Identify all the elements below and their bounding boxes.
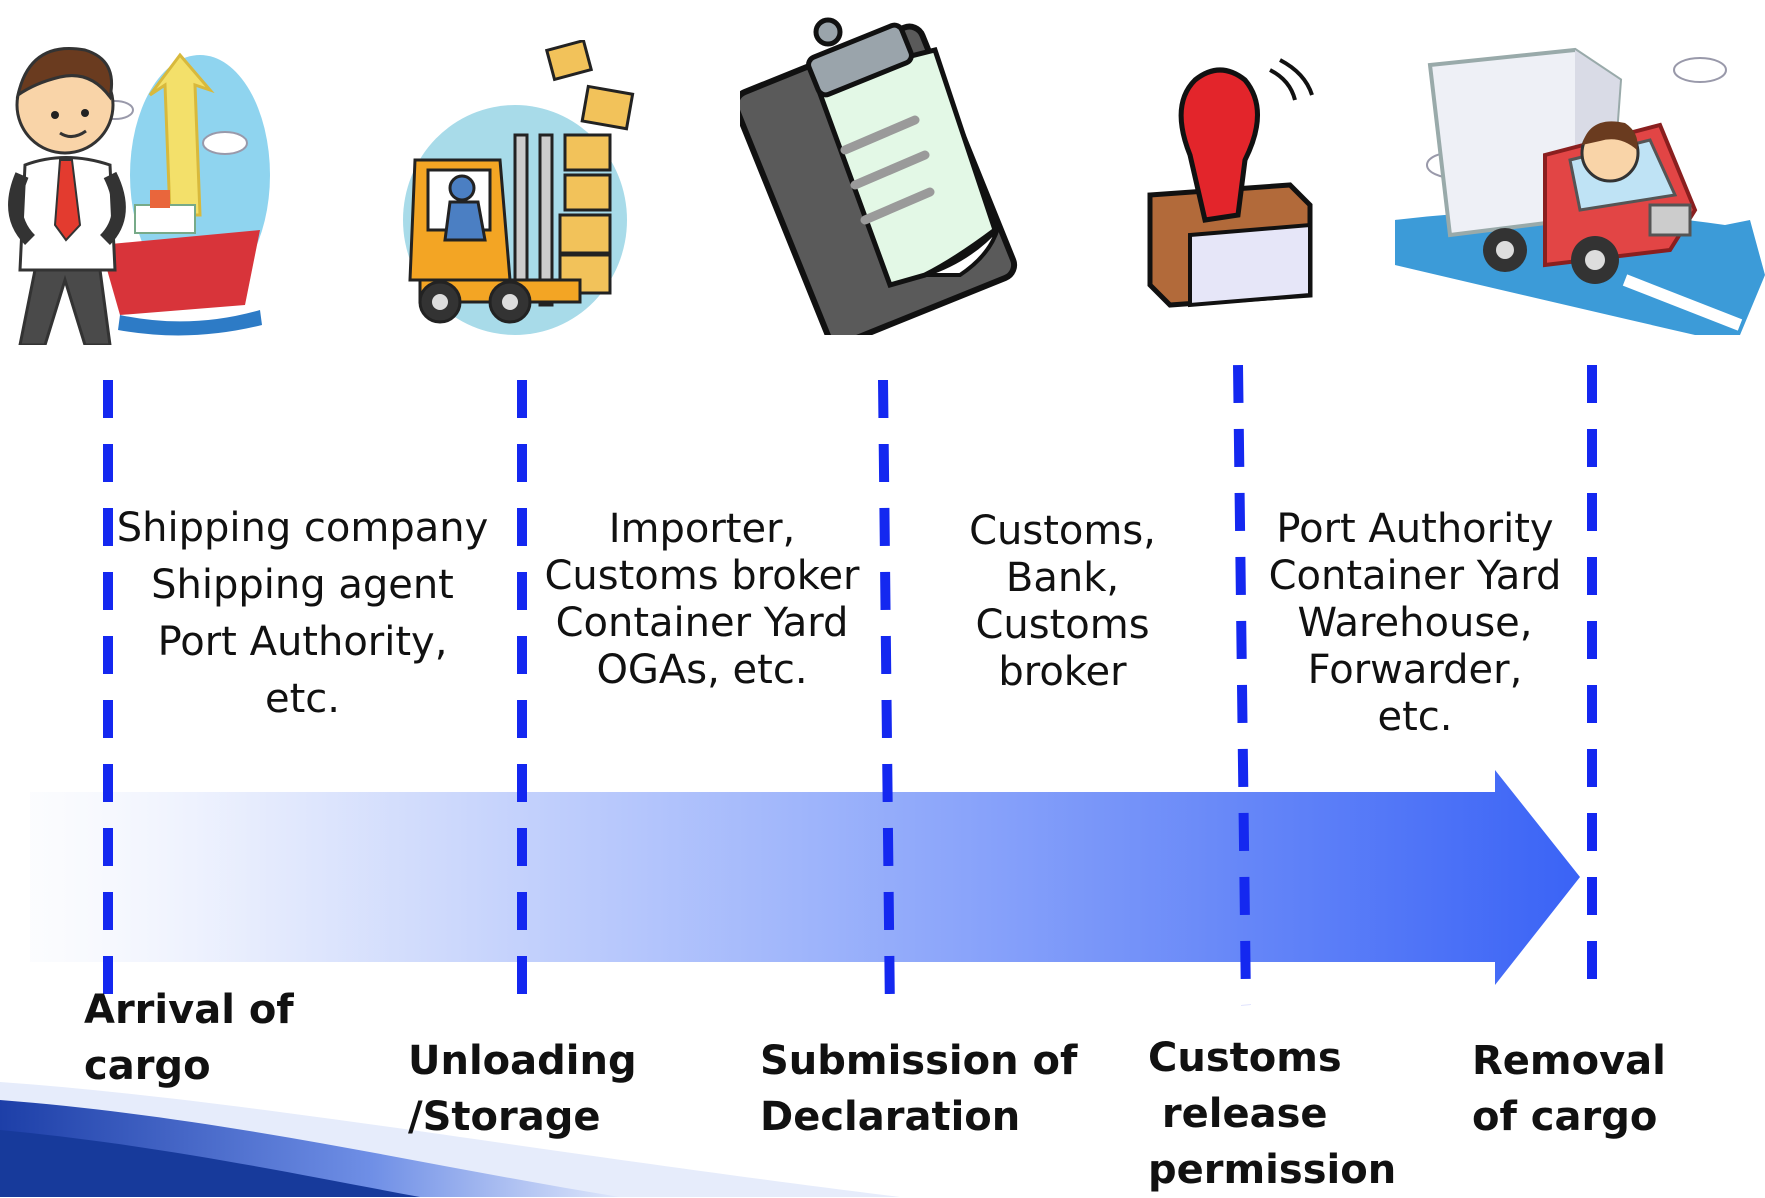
actor-text: Customs, bbox=[969, 508, 1156, 554]
actors-release: Port Authority Container Yard Warehouse,… bbox=[1255, 506, 1575, 741]
actor-text: Forwarder, bbox=[1307, 647, 1523, 693]
stage-label-line: release bbox=[1148, 1091, 1328, 1137]
actor-text: Customs broker bbox=[544, 553, 860, 599]
stage-divider-line bbox=[1233, 364, 1251, 1006]
cargo-ship-man-icon bbox=[8, 47, 270, 345]
corner-decoration bbox=[0, 1082, 900, 1197]
stage-label-line: Customs bbox=[1148, 1035, 1342, 1081]
actor-text: Container Yard bbox=[555, 600, 849, 646]
stage-label-removal: Removal of cargo bbox=[1472, 1033, 1666, 1145]
actor-text: Warehouse, bbox=[1297, 600, 1533, 646]
stage-divider-line bbox=[878, 379, 895, 1016]
actors-unloading: Importer, Customs broker Container Yard … bbox=[532, 506, 872, 694]
stage-label-declaration: Submission of Declaration bbox=[760, 1033, 1077, 1145]
actor-text: Shipping agent bbox=[151, 562, 454, 608]
actor-text: Port Authority, bbox=[157, 619, 448, 665]
stage-label-release: Customs release permission bbox=[1148, 1030, 1396, 1198]
actor-text: Bank, bbox=[1005, 555, 1120, 601]
forklift-icon bbox=[403, 40, 635, 335]
stage-label-line: Arrival of bbox=[84, 987, 294, 1033]
actor-text: broker bbox=[998, 649, 1127, 695]
actors-arrival: Shipping company Shipping agent Port Aut… bbox=[110, 500, 495, 728]
actor-text: etc. bbox=[1377, 694, 1453, 740]
delivery-truck-icon bbox=[1395, 47, 1765, 335]
stage-label-line: permission bbox=[1148, 1147, 1397, 1193]
actor-text: OGAs, etc. bbox=[596, 647, 808, 693]
actors-declaration: Customs, Bank, Customs broker bbox=[935, 508, 1190, 696]
stage-label-line: cargo bbox=[84, 1043, 211, 1089]
stage-label-line: Removal bbox=[1472, 1038, 1666, 1084]
process-arrow bbox=[30, 770, 1580, 985]
stage-label-line: Submission of bbox=[760, 1038, 1078, 1084]
rubber-stamp-icon bbox=[1147, 58, 1314, 308]
stage-label-line: of cargo bbox=[1472, 1094, 1658, 1140]
stage-label-line: Unloading bbox=[408, 1038, 637, 1084]
clipboard-icon bbox=[740, 17, 1018, 335]
actor-text: Importer, bbox=[608, 506, 796, 552]
actor-text: Container Yard bbox=[1268, 553, 1562, 599]
actor-text: Port Authority bbox=[1276, 506, 1554, 552]
actor-text: Shipping company bbox=[116, 505, 489, 551]
stage-label-arrival: Arrival of cargo bbox=[84, 982, 294, 1094]
stage-label-unloading: Unloading /Storage bbox=[408, 1033, 637, 1145]
actor-text: etc. bbox=[265, 676, 340, 722]
stage-label-line: Declaration bbox=[760, 1094, 1021, 1140]
actor-text: Customs bbox=[975, 602, 1150, 648]
stage-label-line: /Storage bbox=[408, 1094, 601, 1140]
